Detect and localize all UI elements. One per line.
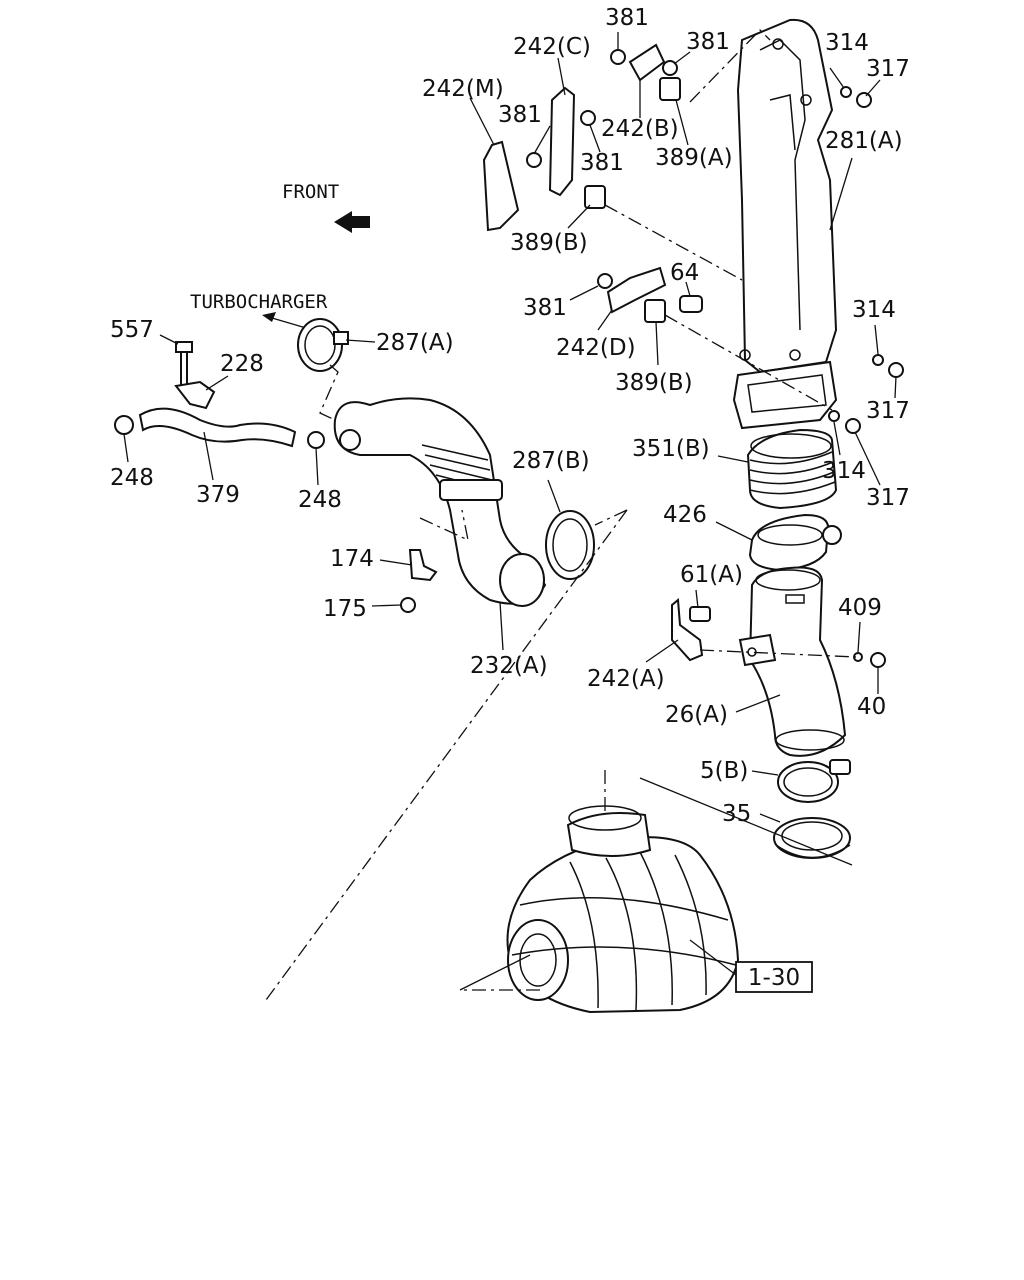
label-351b: 351(B) [632,436,710,462]
label-232a: 232(A) [470,653,548,679]
part-labels: 381 242(C) 381 314 317 242(M) 381 242(B)… [110,5,910,827]
label-64: 64 [670,260,699,286]
label-317-a: 317 [866,56,910,82]
label-242b: 242(B) [601,116,679,142]
bellows-351b [746,428,838,510]
leader-lines [123,32,897,823]
hardware-381-nuts [526,49,678,289]
label-228: 228 [220,351,264,377]
hardware-389-clips [584,77,681,323]
label-389a: 389(A) [655,145,733,171]
air-duct-281a [732,18,838,430]
label-389b-b: 389(B) [615,370,693,396]
label-381-b: 381 [686,29,730,55]
bracket-242c [548,86,576,197]
label-40: 40 [857,694,886,720]
reference-box-label: 1-30 [748,965,800,991]
label-248-b: 248 [298,487,342,513]
ring-426 [748,513,842,572]
label-287b: 287(B) [512,448,590,474]
label-314-a: 314 [825,30,869,56]
bracket-242m [482,140,520,232]
bolt-557 [175,341,193,387]
label-381-e: 381 [523,295,567,321]
hardware-washers-nuts [679,86,904,434]
label-248-a: 248 [110,465,154,491]
label-317-c: 317 [866,485,910,511]
label-557: 557 [110,317,154,343]
bolt-61a [689,606,711,622]
label-174: 174 [330,546,374,572]
clamp-5b [777,759,851,803]
label-281a: 281(A) [825,128,903,154]
label-242d: 242(D) [556,335,636,361]
sensor-174 [408,549,438,582]
bracket-242b [628,43,666,82]
label-379: 379 [196,482,240,508]
label-242a: 242(A) [587,666,665,692]
label-426: 426 [663,502,707,528]
intake-duct-232a [333,397,547,607]
label-314-b: 314 [852,297,896,323]
front-note: FRONT [282,181,339,203]
clamp-287b [545,510,595,580]
label-287a: 287(A) [376,330,454,356]
label-409: 409 [838,595,882,621]
hose-379 [138,407,297,448]
bracket-242a [671,597,704,662]
assembly-lines [265,29,857,1001]
label-5b: 5(B) [700,758,748,784]
air-cleaner-body [506,805,740,1014]
turbocharger-arrowhead-icon [262,312,276,322]
label-381-c: 381 [498,102,542,128]
clip-228 [174,380,216,410]
bracket-242d [606,266,667,314]
reference-box[interactable] [735,961,813,993]
nut-40 [870,652,886,668]
label-35: 35 [722,801,751,827]
label-61a: 61(A) [680,562,743,588]
screw-175 [400,597,416,613]
clamp-248-left [114,415,134,435]
turbocharger-note: TURBOCHARGER [190,291,328,313]
label-389b-a: 389(B) [510,230,588,256]
clamp-248-right [307,431,325,449]
label-242m: 242(M) [422,76,504,102]
label-381-a: 381 [605,5,649,31]
label-317-b: 317 [866,398,910,424]
label-314-c: 314 [822,458,866,484]
label-175: 175 [323,596,367,622]
front-arrow-icon [334,211,370,233]
label-242c: 242(C) [513,34,591,60]
elbow-26a [738,566,847,757]
label-26a: 26(A) [665,702,728,728]
seal-ring-35 [773,817,851,859]
label-381-d: 381 [580,150,624,176]
